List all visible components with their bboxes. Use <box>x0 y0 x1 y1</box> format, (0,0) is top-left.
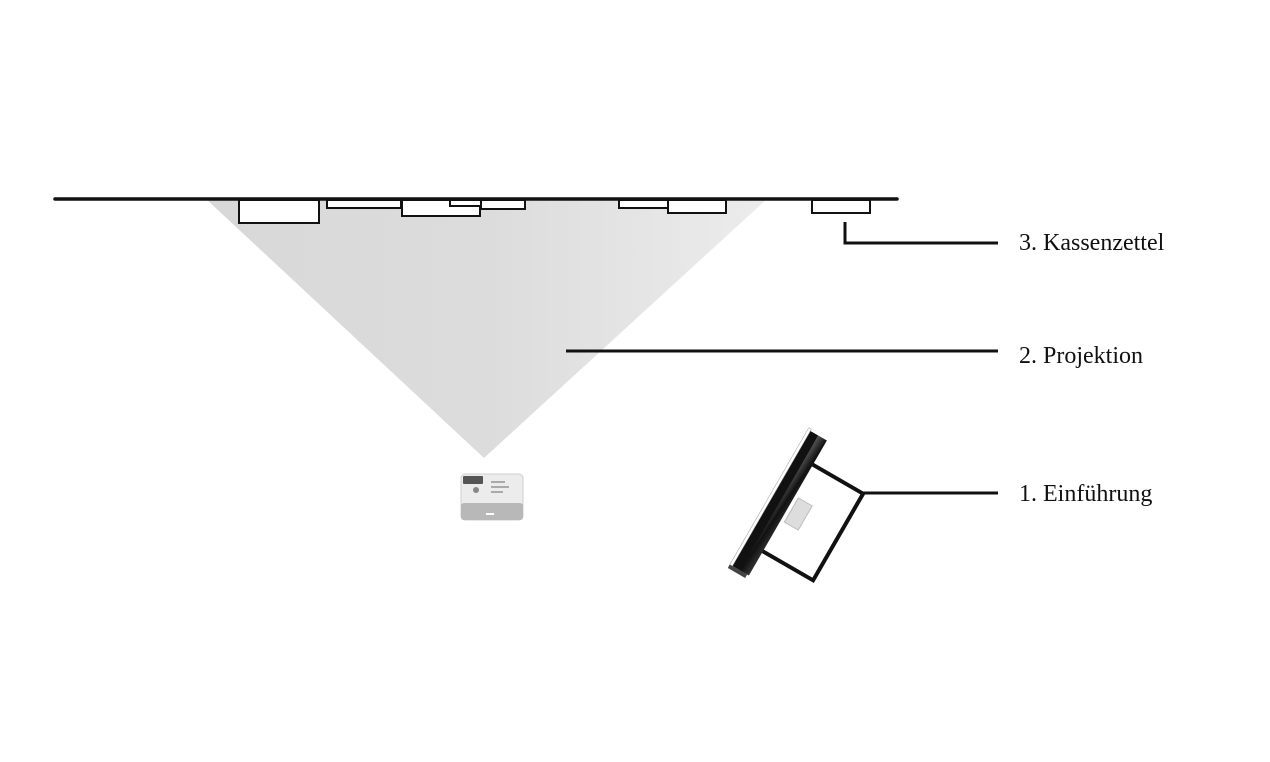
label-projektion: 2. Projektion <box>1019 343 1143 369</box>
receipt <box>238 199 320 224</box>
projection-beam <box>205 198 768 458</box>
receipt <box>667 199 727 214</box>
receipt <box>326 199 402 209</box>
receipts-group <box>238 199 871 224</box>
receipt <box>618 199 670 209</box>
label-kassenzettel: 3. Kassenzettel <box>1019 230 1165 256</box>
receipt <box>811 199 871 214</box>
leader-line-kassenzettel <box>843 222 998 245</box>
receipt <box>480 199 526 210</box>
monitor-icon <box>727 427 866 584</box>
label-einfuehrung: 1. Einführung <box>1019 481 1153 507</box>
projector-icon <box>460 473 524 521</box>
